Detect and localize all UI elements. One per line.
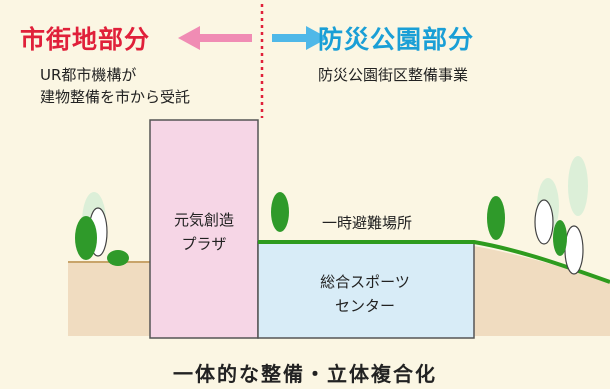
green-roof-slope [258, 240, 610, 284]
bottom-caption: 一体的な整備・立体複合化 [173, 362, 437, 386]
city-area-description: UR都市機構が 建物整備を市から受託 [40, 64, 190, 108]
city-desc-line-1: UR都市機構が [40, 66, 137, 84]
genki-plaza-line-2: プラザ [181, 235, 227, 253]
tree-left-group [75, 192, 129, 266]
park-area-title: 防災公園部分 [318, 25, 475, 54]
sports-center-line-1: 総合スポーツ [320, 273, 410, 291]
genki-plaza-label: 元気創造 プラザ [150, 208, 258, 256]
sports-center-line-2: センター [334, 297, 395, 315]
genki-plaza-building [149, 119, 259, 339]
evacuation-area-label: 一時避難場所 [322, 214, 413, 232]
genki-plaza-line-1: 元気創造 [173, 211, 234, 229]
city-area-title: 市街地部分 [20, 25, 151, 54]
ground-soil-right [474, 246, 610, 336]
arrow-left-pink [178, 26, 252, 50]
tree-rooftop [271, 192, 289, 232]
tree-right-group [487, 156, 588, 275]
sports-center-label: 総合スポーツ センター [258, 270, 472, 318]
park-area-description: 防災公園街区整備事業 [318, 66, 469, 84]
sports-center-building [257, 241, 475, 339]
city-desc-line-2: 建物整備を市から受託 [40, 88, 191, 106]
arrow-right-blue [272, 26, 328, 50]
ground-soil [68, 262, 150, 336]
